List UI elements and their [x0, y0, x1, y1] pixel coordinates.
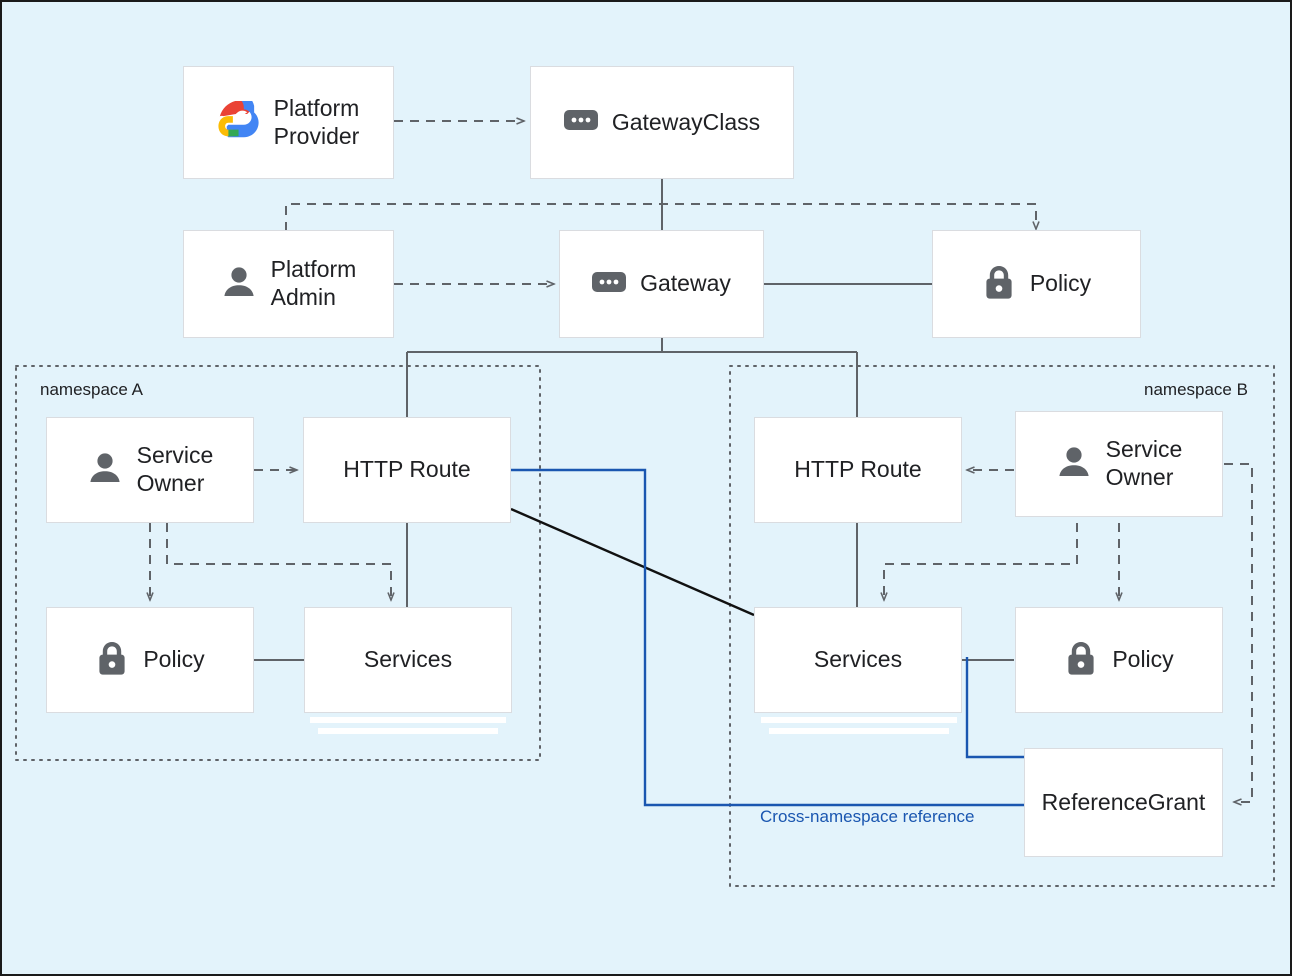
services-b-stack-bar-2 — [769, 728, 949, 734]
node-label: Platform Admin — [270, 256, 357, 310]
node-http-route-b[interactable]: HTTP Route — [754, 417, 962, 523]
node-policy-top[interactable]: Policy — [932, 230, 1141, 338]
person-icon — [1056, 444, 1092, 485]
node-label: Service Owner — [1105, 436, 1183, 490]
node-policy-a[interactable]: Policy — [46, 607, 254, 713]
edge-gateway-to-routes — [406, 337, 858, 417]
node-service-owner-a[interactable]: Service Owner — [46, 417, 254, 523]
gateway-chip-icon — [592, 271, 627, 297]
google-cloud-icon — [218, 93, 260, 144]
node-label: GatewayClass — [611, 108, 761, 135]
node-platform-admin[interactable]: Platform Admin — [183, 230, 394, 338]
node-service-owner-b[interactable]: Service Owner — [1015, 411, 1223, 517]
node-label: Services — [363, 646, 453, 673]
services-a-stack-bar-2 — [318, 728, 498, 734]
namespace-b-label: namespace B — [1144, 380, 1248, 399]
services-a-stack-bar-1 — [310, 717, 506, 723]
edge-owner-a-to-services-a — [166, 523, 391, 600]
node-label: ReferenceGrant — [1041, 788, 1206, 815]
cross-namespace-reference-label: Cross-namespace reference — [760, 807, 975, 826]
person-icon — [221, 264, 257, 305]
namespace-a-label: namespace A — [40, 380, 144, 399]
edge-owner-b-to-referencegrant — [1224, 463, 1253, 802]
edge-owner-b-to-services-b — [884, 523, 1078, 600]
node-label: Policy — [143, 646, 205, 673]
node-gateway[interactable]: Gateway — [559, 230, 764, 338]
gateway-chip-icon — [563, 110, 598, 135]
node-platform-provider[interactable]: Platform Provider — [183, 66, 394, 179]
node-reference-grant[interactable]: ReferenceGrant — [1024, 748, 1223, 857]
node-label: Policy — [1112, 646, 1174, 673]
node-label: HTTP Route — [794, 456, 922, 483]
person-icon — [87, 450, 123, 491]
node-label: Service Owner — [136, 442, 214, 496]
services-b-stack-bar-1 — [761, 717, 957, 723]
node-label: Platform Provider — [273, 94, 360, 149]
edge-admin-to-policy — [285, 203, 1036, 231]
node-services-a[interactable]: Services — [304, 607, 512, 713]
node-label: Policy — [1029, 270, 1092, 297]
node-label: Services — [813, 646, 903, 673]
node-policy-b[interactable]: Policy — [1015, 607, 1223, 713]
node-http-route-a[interactable]: HTTP Route — [303, 417, 511, 523]
edge-route-a-to-services-b — [510, 507, 755, 617]
lock-icon — [1064, 639, 1098, 682]
lock-icon — [982, 263, 1016, 306]
node-label: Gateway — [640, 270, 731, 297]
node-label: HTTP Route — [343, 456, 471, 483]
node-services-b[interactable]: Services — [754, 607, 962, 713]
lock-icon — [95, 639, 129, 682]
node-gatewayclass[interactable]: GatewayClass — [530, 66, 794, 179]
